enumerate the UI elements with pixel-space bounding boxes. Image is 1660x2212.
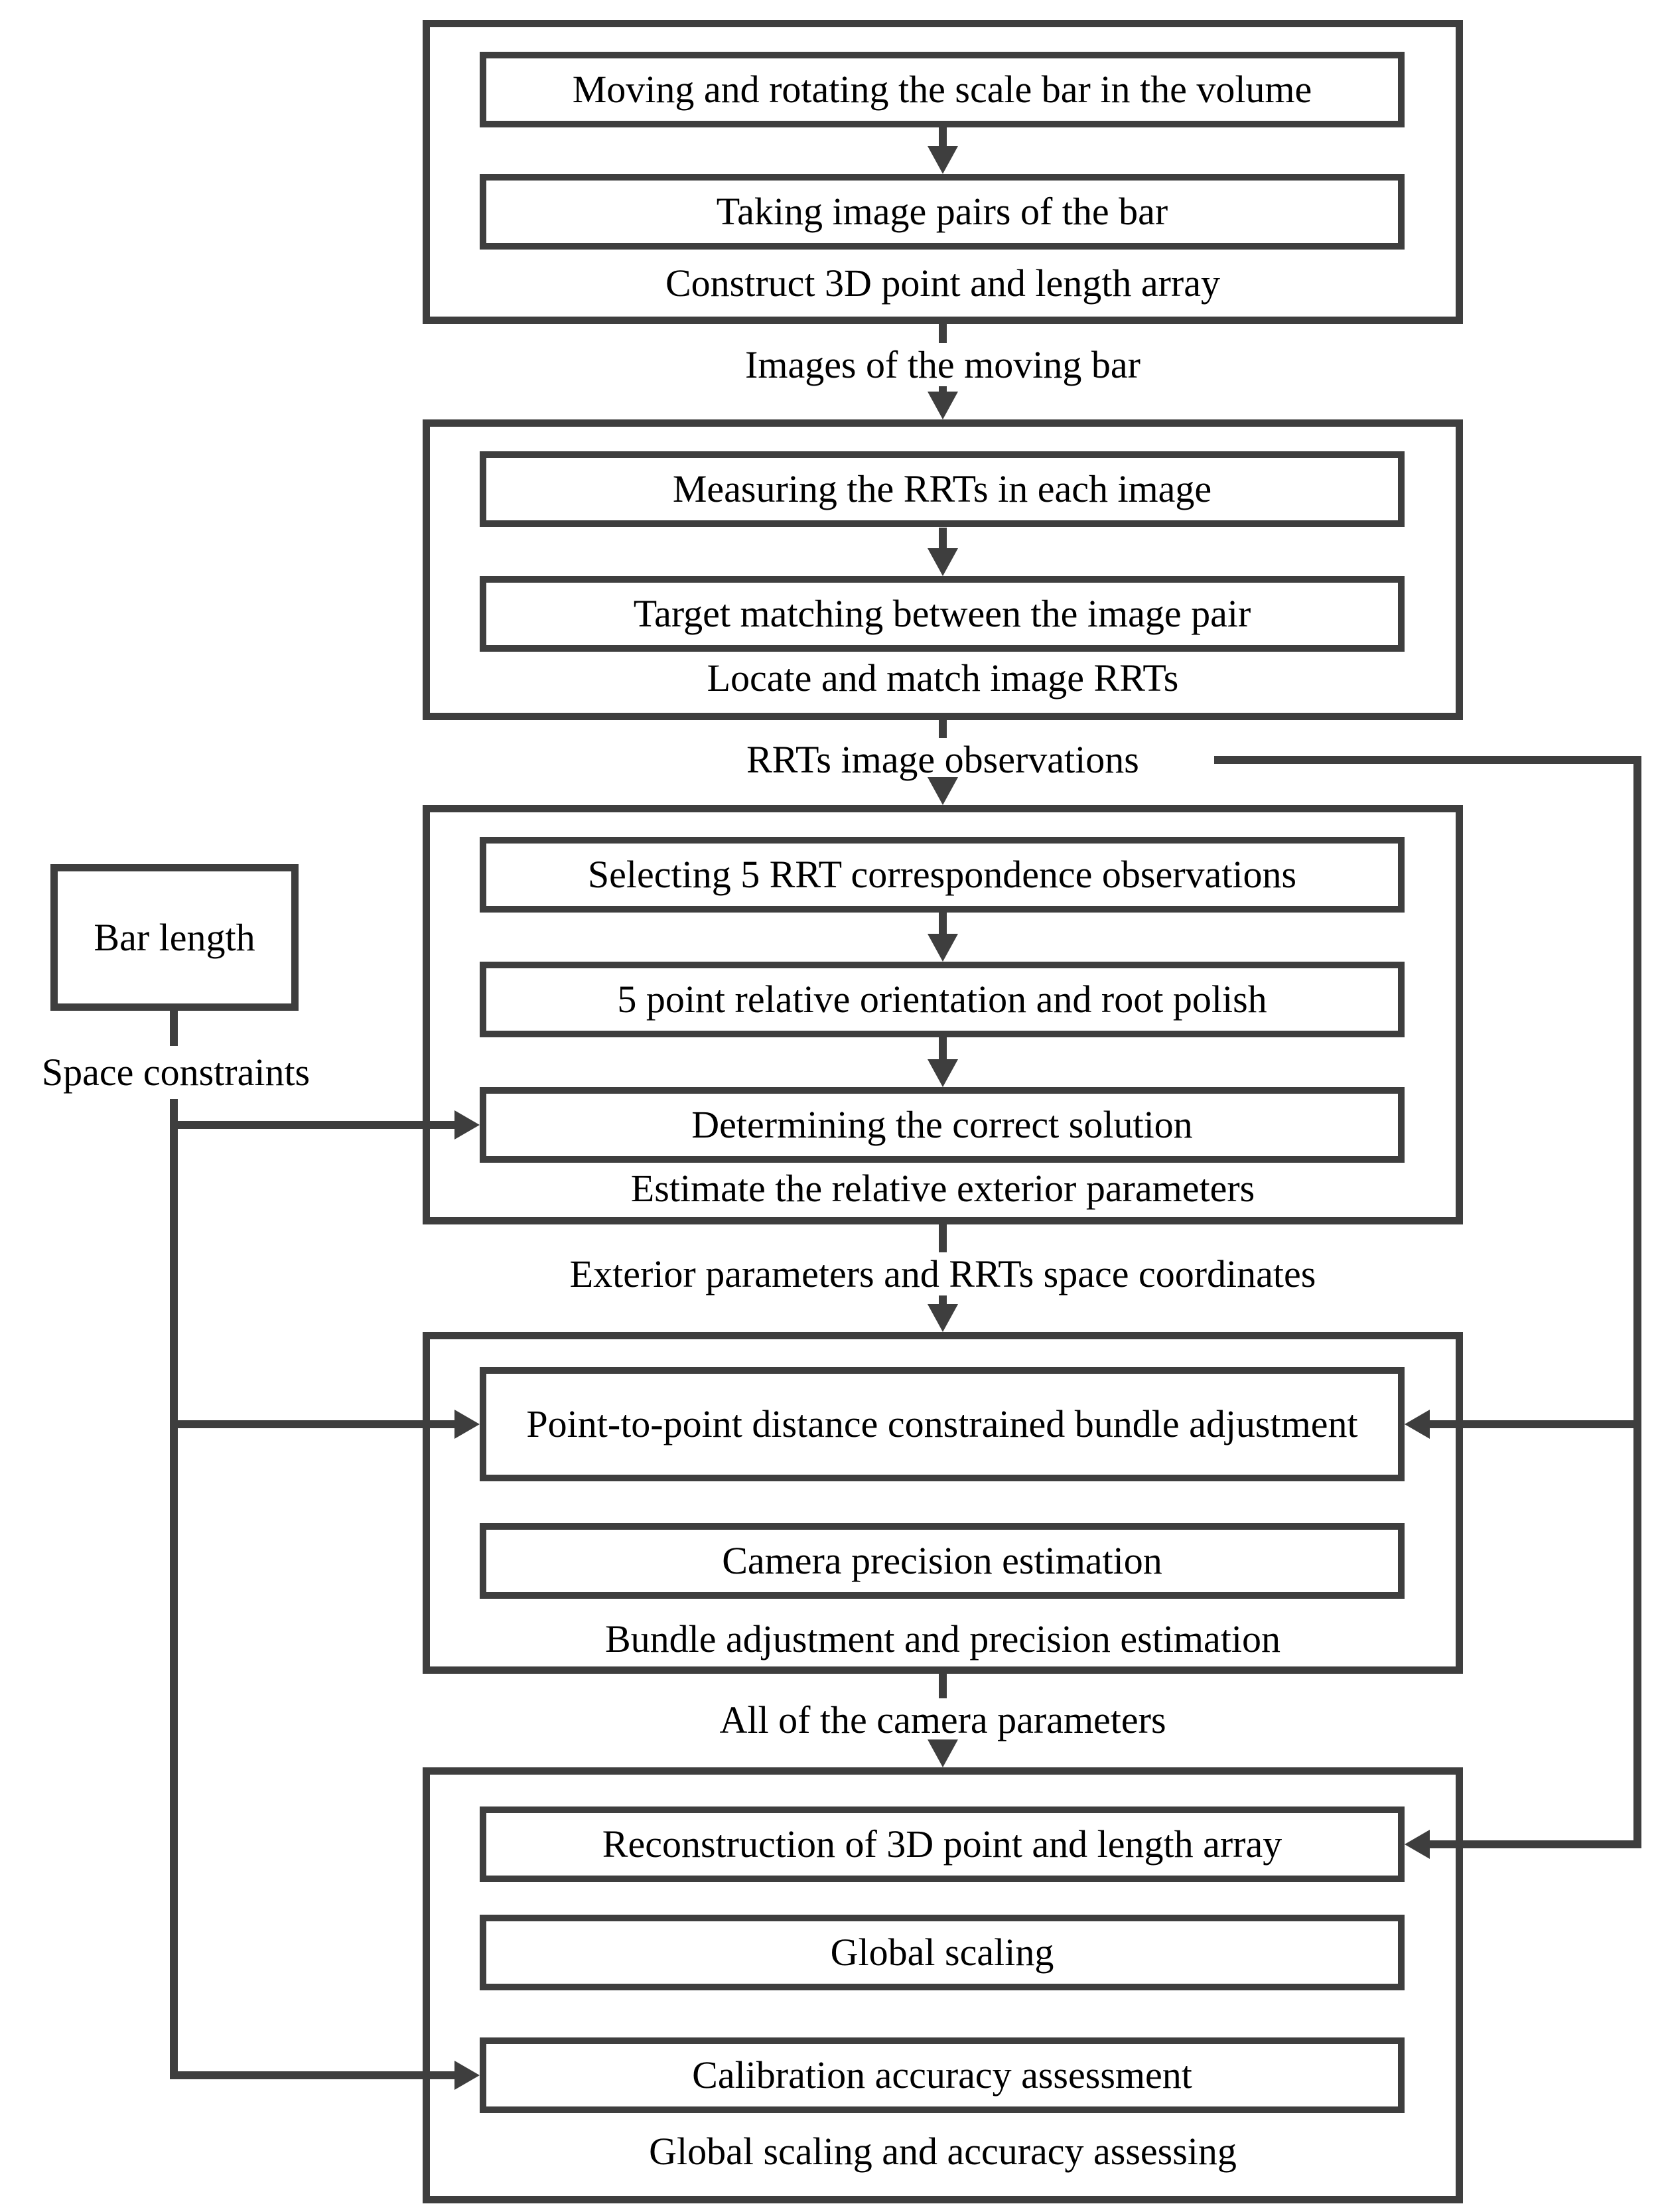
step-selecting-5-rrt: Selecting 5 RRT correspondence observati… — [480, 837, 1405, 913]
stage-locate-match — [423, 419, 1463, 720]
step-moving-rotating-bar-label: Moving and rotating the scale bar in the… — [572, 68, 1312, 111]
constraints-line-branch-determining — [170, 1121, 459, 1129]
step-taking-image-pairs-label: Taking image pairs of the bar — [716, 190, 1168, 233]
stage-label-construct-array: Construct 3D point and length array — [665, 261, 1220, 305]
step-camera-precision: Camera precision estimation — [480, 1523, 1405, 1599]
arrow-down-icon — [928, 548, 958, 576]
stage-label-relative-orientation: Estimate the relative exterior parameter… — [630, 1167, 1255, 1210]
flow-label-exterior-parameters: Exterior parameters and RRTs space coord… — [423, 1248, 1463, 1301]
stage-bundle-adjustment — [423, 1332, 1463, 1674]
stage-label-locate-match: Locate and match image RRTs — [707, 656, 1179, 700]
step-global-scaling-label: Global scaling — [830, 1931, 1054, 1974]
stage-label-global-scaling: Global scaling and accuracy assessing — [649, 2130, 1237, 2173]
arrow-left-icon — [1405, 1410, 1430, 1439]
step-reconstruction-3d-label: Reconstruction of 3D point and length ar… — [602, 1822, 1282, 1866]
flow-label-rrts-image-observations: RRTs image observations — [423, 733, 1463, 786]
step-calibration-assessment-label: Calibration accuracy assessment — [692, 2053, 1192, 2097]
arrow-left-icon — [1405, 1830, 1430, 1859]
arrow-right-icon — [454, 2061, 480, 2090]
arrow-down-icon — [928, 777, 958, 805]
step-determining-solution: Determining the correct solution — [480, 1087, 1405, 1163]
step-measuring-rrts: Measuring the RRTs in each image — [480, 451, 1405, 527]
constraints-line-branch-calibration — [170, 2071, 459, 2079]
step-calibration-assessment: Calibration accuracy assessment — [480, 2037, 1405, 2113]
connector-step2a-step2b — [939, 528, 947, 551]
step-5-point-orientation: 5 point relative orientation and root po… — [480, 962, 1405, 1037]
stage-relative-orientation — [423, 805, 1463, 1224]
stage-label-bundle-adjustment: Bundle adjustment and precision estimati… — [604, 1617, 1281, 1660]
feedback-line-top — [1214, 756, 1641, 764]
stage-construct-array — [423, 20, 1463, 324]
arrow-down-icon — [928, 1739, 958, 1767]
step-p2p-bundle-adjustment-label: Point-to-point distance constrained bund… — [526, 1402, 1358, 1445]
step-global-scaling: Global scaling — [480, 1915, 1405, 1990]
feedback-line-branch-reconstruction — [1430, 1840, 1641, 1848]
arrow-down-icon — [928, 934, 958, 962]
feedback-line-branch-bundle — [1430, 1420, 1641, 1428]
step-p2p-bundle-adjustment: Point-to-point distance constrained bund… — [480, 1367, 1405, 1481]
arrow-right-icon — [454, 1410, 480, 1439]
step-reconstruction-3d: Reconstruction of 3D point and length ar… — [480, 1806, 1405, 1882]
step-measuring-rrts-label: Measuring the RRTs in each image — [672, 467, 1212, 510]
step-target-matching: Target matching between the image pair — [480, 576, 1405, 652]
connector-step3a-step3b — [939, 913, 947, 936]
arrow-down-icon — [928, 1059, 958, 1087]
step-taking-image-pairs: Taking image pairs of the bar — [480, 174, 1405, 250]
flow-label-all-camera-parameters: All of the camera parameters — [423, 1694, 1463, 1747]
arrow-down-icon — [928, 146, 958, 174]
connector-step1a-step1b — [939, 127, 947, 149]
arrow-right-icon — [454, 1110, 480, 1140]
constraints-line-vertical — [170, 1011, 178, 2079]
step-camera-precision-label: Camera precision estimation — [722, 1539, 1162, 1582]
step-5-point-orientation-label: 5 point relative orientation and root po… — [617, 978, 1267, 1021]
bar-length-label: Bar length — [94, 916, 255, 959]
space-constraints-label: Space constraints — [10, 1046, 342, 1099]
step-selecting-5-rrt-label: Selecting 5 RRT correspondence observati… — [587, 853, 1297, 896]
arrow-down-icon — [928, 1304, 958, 1332]
stage-global-scaling — [423, 1767, 1463, 2203]
step-target-matching-label: Target matching between the image pair — [633, 592, 1251, 635]
step-moving-rotating-bar: Moving and rotating the scale bar in the… — [480, 52, 1405, 127]
bar-length-box: Bar length — [50, 864, 299, 1011]
constraints-line-branch-bundle — [170, 1420, 459, 1428]
arrow-down-icon — [928, 392, 958, 419]
flow-label-images-of-moving-bar: Images of the moving bar — [423, 338, 1463, 392]
feedback-line-vertical — [1633, 756, 1641, 1848]
connector-step3b-step3c — [939, 1037, 947, 1062]
step-determining-solution-label: Determining the correct solution — [691, 1103, 1193, 1146]
